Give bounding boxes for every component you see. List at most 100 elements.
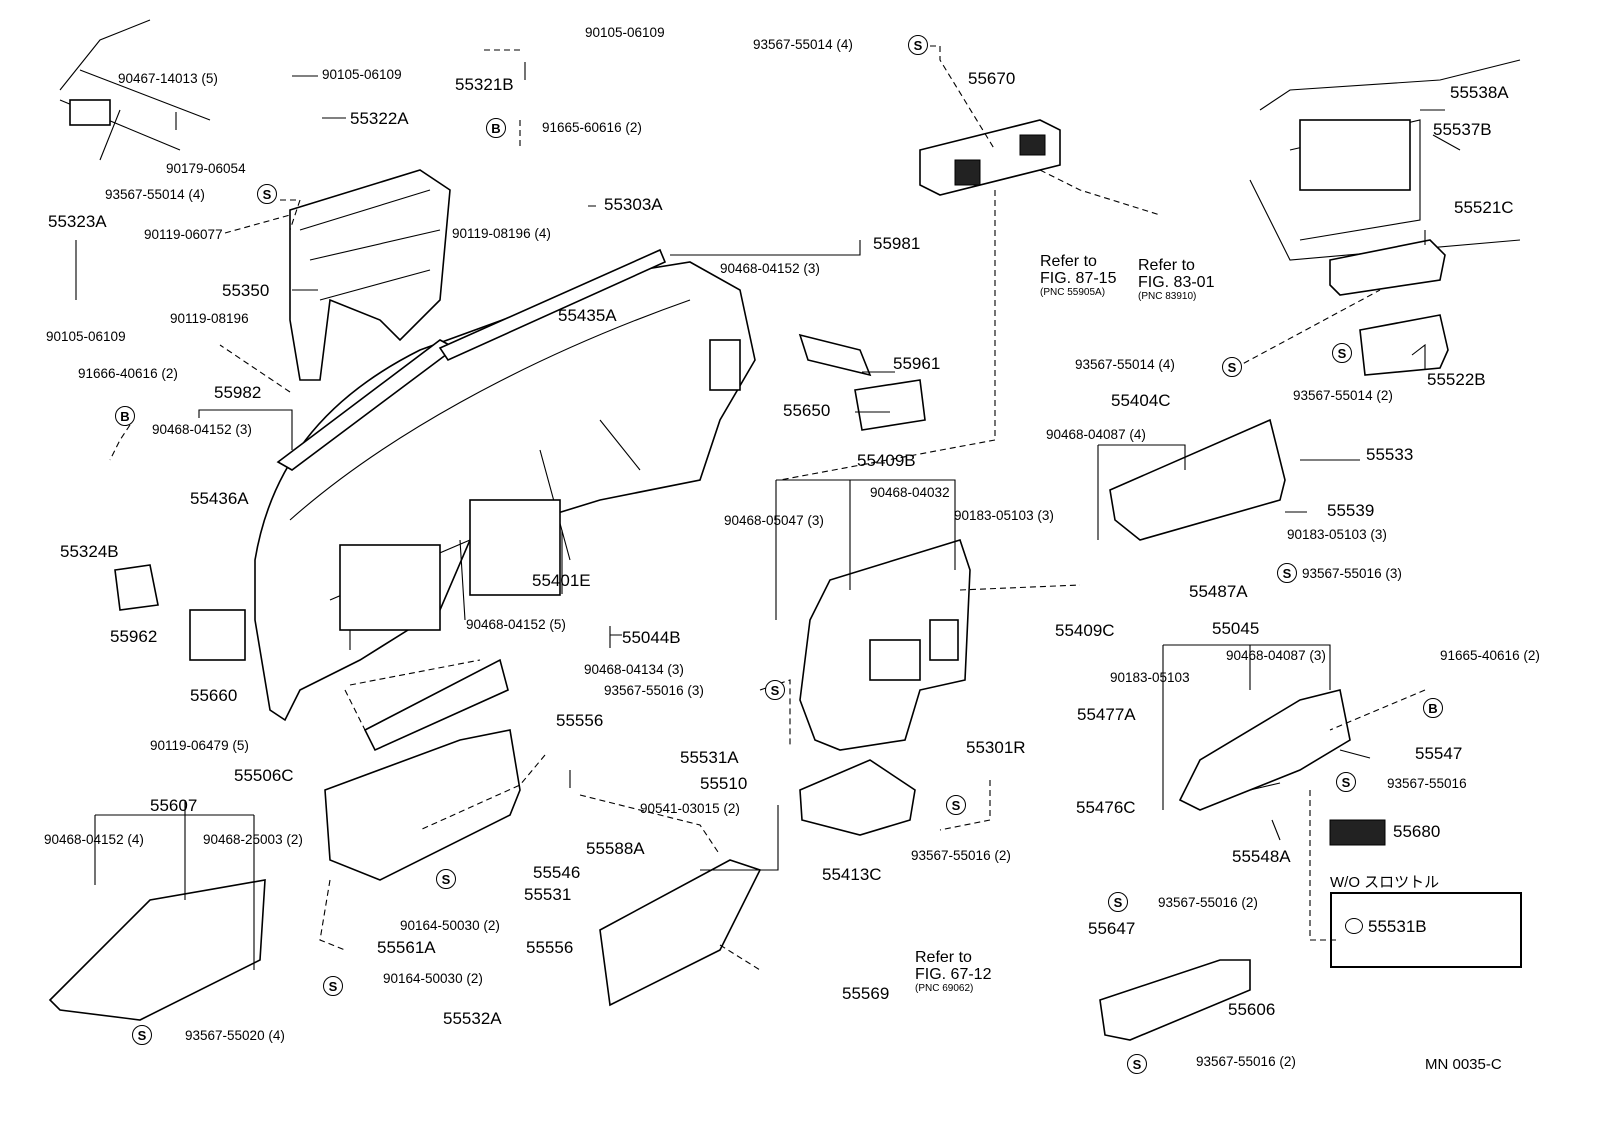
part-number-label[interactable]: 90468-04152 (4) (44, 832, 144, 847)
part-number-label[interactable]: 91665-60616 (2) (542, 120, 642, 135)
part-number-label[interactable]: 90105-06109 (46, 329, 126, 344)
part-number-label[interactable]: 93567-55020 (4) (185, 1028, 285, 1043)
part-number-label[interactable]: 55533 (1366, 445, 1414, 464)
part-number-label[interactable]: 55404C (1111, 391, 1171, 410)
part-number-label[interactable]: 90468-04032 (870, 485, 950, 500)
part-number-label[interactable]: 90105-06109 (585, 25, 665, 40)
part-number-label[interactable]: 91665-40616 (2) (1440, 648, 1540, 663)
part-number-label[interactable]: 55401E (532, 571, 591, 590)
part-number-label[interactable]: 93567-55016 (2) (1196, 1054, 1296, 1069)
part-number-label[interactable]: 55531 (524, 885, 572, 904)
variant-title: W/O スロツトル (1330, 874, 1440, 891)
part-number-label[interactable]: 90183-05103 (3) (954, 508, 1054, 523)
part-number-label[interactable]: 55556 (556, 711, 604, 730)
part-number-label[interactable]: 55547 (1415, 744, 1463, 763)
part-number-label[interactable]: 55350 (222, 281, 270, 300)
part-number-label[interactable]: 90119-08196 (4) (452, 226, 551, 241)
part-number-label[interactable]: 55539 (1327, 501, 1375, 520)
part-number-label[interactable]: 90119-08196 (170, 311, 249, 326)
part-number-label[interactable]: 55650 (783, 401, 831, 420)
part-number-label[interactable]: 55409B (857, 451, 916, 470)
part-number-label[interactable]: 55962 (110, 627, 158, 646)
part-number-label[interactable]: 93567-55016 (2) (1158, 895, 1258, 910)
part-number-label[interactable]: 55522B (1427, 370, 1486, 389)
part-number-label[interactable]: 55506C (234, 766, 294, 785)
part-number-label[interactable]: 90468-05047 (3) (724, 513, 824, 528)
part-number-label[interactable]: 55324B (60, 542, 119, 561)
part-number-label[interactable]: 93567-55016 (2) (911, 848, 1011, 863)
part-number-label[interactable]: 55660 (190, 686, 238, 705)
part-number-label[interactable]: 90541-03015 (2) (640, 801, 740, 816)
part-number-label[interactable]: 93567-55014 (4) (105, 187, 205, 202)
part-number-label[interactable]: 55301R (966, 738, 1026, 757)
part-number-label[interactable]: 55680 (1393, 822, 1441, 841)
bezel-opening (869, 639, 921, 681)
part-number-label[interactable]: 55982 (214, 383, 262, 402)
part-number-label[interactable]: 90164-50030 (2) (383, 971, 483, 986)
part-number-label[interactable]: 90179-06054 (166, 161, 246, 176)
part-number-label[interactable]: 55435A (558, 306, 617, 325)
part-number-label[interactable]: 93567-55016 (1387, 776, 1467, 791)
part-number-label[interactable]: 93567-55016 (3) (1302, 566, 1402, 581)
part-number-label[interactable]: 90468-25003 (2) (203, 832, 303, 847)
part-number-label[interactable]: 55436A (190, 489, 249, 508)
part-number-label[interactable]: 55569 (842, 984, 890, 1003)
part-number-label[interactable]: 55546 (533, 863, 581, 882)
part-number-label[interactable]: 55321B (455, 75, 514, 94)
bezel-opening (929, 619, 959, 661)
part-number-label[interactable]: 91666-40616 (2) (78, 366, 178, 381)
part-number-label[interactable]: 90468-04152 (3) (152, 422, 252, 437)
part-number-label[interactable]: 90468-04087 (3) (1226, 648, 1326, 663)
part-number-label[interactable]: 55510 (700, 774, 748, 793)
part-number-label[interactable]: 90183-05103 (1110, 670, 1190, 685)
part-number-label[interactable]: 55532A (443, 1009, 502, 1028)
part-number-label[interactable]: 55607 (150, 796, 198, 815)
vent-louver (954, 159, 981, 186)
part-number-label[interactable]: 90119-06479 (5) (150, 738, 249, 753)
part-number-label[interactable]: 55476C (1076, 798, 1136, 817)
part-number-label[interactable]: 90467-14013 (5) (118, 71, 218, 86)
part-number-label[interactable]: 93567-55014 (2) (1293, 388, 1393, 403)
part-number-label[interactable]: 90468-04087 (4) (1046, 427, 1146, 442)
bolt-symbol-icon: B (486, 118, 506, 138)
part-number-label[interactable]: 55647 (1088, 919, 1136, 938)
cluster-finish-drawing (1109, 418, 1286, 541)
part-number-label[interactable]: 55531A (680, 748, 739, 767)
part-number-label[interactable]: 55548A (1232, 847, 1291, 866)
part-number-label[interactable]: 93567-55014 (4) (753, 37, 853, 52)
part-number-label[interactable]: 55044B (622, 628, 681, 647)
part-number-label[interactable]: 55303A (604, 195, 663, 214)
part-number-label[interactable]: 55670 (968, 69, 1016, 88)
part-number-label[interactable]: 55487A (1189, 582, 1248, 601)
part-number-label[interactable]: 55045 (1212, 619, 1260, 638)
part-number-label[interactable]: 90164-50030 (2) (400, 918, 500, 933)
part-number-label[interactable]: 55588A (586, 839, 645, 858)
part-number-label[interactable]: 55323A (48, 212, 107, 231)
part-number-label[interactable]: 55606 (1228, 1000, 1276, 1019)
part-number-label[interactable]: 55561A (377, 938, 436, 957)
part-number-label[interactable]: 90119-06077 (144, 227, 223, 242)
part-number-label[interactable]: 55537B (1433, 120, 1492, 139)
part-number-label[interactable]: 55961 (893, 354, 941, 373)
part-number-label[interactable]: 55538A (1450, 83, 1509, 102)
part-number-label[interactable]: 90105-06109 (322, 67, 402, 82)
vent-drawing (854, 379, 926, 431)
sealant-symbol-icon: S (1336, 772, 1356, 792)
part-number-label[interactable]: 55981 (873, 234, 921, 253)
defroster-strip-drawing (438, 248, 667, 362)
part-number-label[interactable]: 90468-04134 (3) (584, 662, 684, 677)
part-number-label[interactable]: 55556 (526, 938, 574, 957)
part-number-label[interactable]: 55322A (350, 109, 409, 128)
part-number-label[interactable]: 55521C (1454, 198, 1514, 217)
part-number-label[interactable]: 55413C (822, 865, 882, 884)
part-number-label[interactable]: 93567-55014 (4) (1075, 357, 1175, 372)
part-number-label[interactable]: 55409C (1055, 621, 1115, 640)
part-number-label[interactable]: 93567-55016 (3) (604, 683, 704, 698)
part-number-label[interactable]: 90468-04152 (5) (466, 617, 566, 632)
part-number-label[interactable]: 55477A (1077, 705, 1136, 724)
part-number-label[interactable]: 90468-04152 (3) (720, 261, 820, 276)
part-number-label[interactable]: 90183-05103 (3) (1287, 527, 1387, 542)
